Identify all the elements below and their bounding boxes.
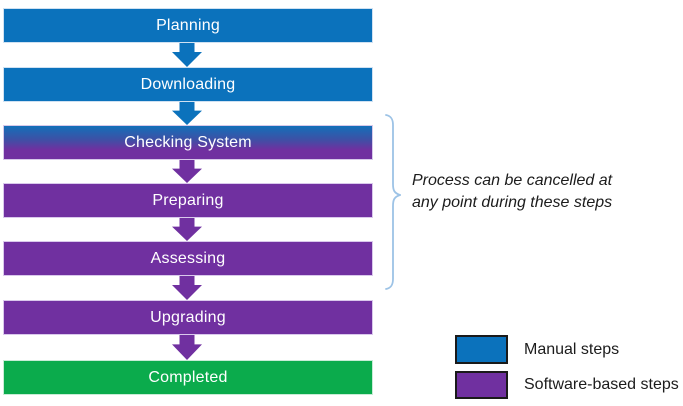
software-steps-label: Software-based steps	[524, 376, 679, 393]
manual-steps-swatch	[455, 335, 508, 364]
cancellation-note-line1: Process can be cancelled at	[412, 172, 613, 189]
software-steps-swatch	[455, 371, 508, 399]
down-arrow-icon	[172, 276, 202, 300]
cancellation-note: Process can be cancelled at any point du…	[412, 170, 677, 214]
step-checking-system-label: Checking System	[124, 133, 252, 151]
right-brace-icon	[385, 114, 401, 290]
cancellation-note-line2: any point during these steps	[412, 194, 613, 211]
step-assessing: Assessing	[3, 241, 373, 276]
legend-item-software-steps: Software-based steps	[455, 371, 679, 399]
step-checking-system: Checking System	[3, 125, 373, 160]
down-arrow-icon	[172, 102, 202, 125]
down-arrow-icon	[172, 160, 202, 183]
step-assessing-label: Assessing	[150, 249, 226, 267]
step-preparing: Preparing	[3, 183, 373, 218]
down-arrow-icon	[172, 43, 202, 67]
step-downloading: Downloading	[3, 67, 373, 102]
step-planning-label: Planning	[156, 16, 220, 34]
step-downloading-label: Downloading	[140, 75, 236, 93]
step-upgrading-label: Upgrading	[150, 308, 226, 326]
step-completed-label: Completed	[148, 368, 228, 386]
down-arrow-icon	[172, 335, 202, 360]
down-arrow-icon	[172, 218, 202, 241]
manual-steps-label: Manual steps	[524, 340, 620, 358]
step-preparing-label: Preparing	[152, 191, 224, 209]
step-completed: Completed	[3, 360, 373, 395]
step-upgrading: Upgrading	[3, 300, 373, 335]
legend-item-manual-steps: Manual steps	[455, 335, 619, 364]
step-planning: Planning	[3, 8, 373, 43]
